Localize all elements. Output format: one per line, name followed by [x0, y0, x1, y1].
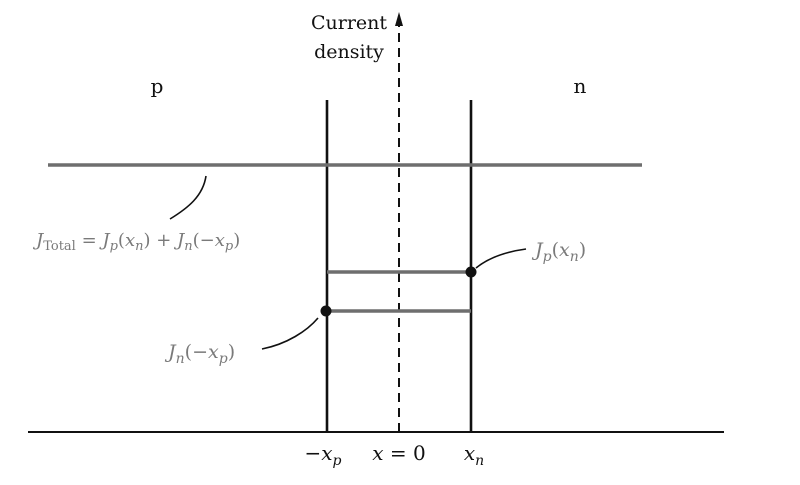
jn-label: Jn(−xp) — [164, 341, 235, 367]
region-n-label: n — [574, 74, 587, 98]
axis-label-line1: Current — [311, 12, 387, 34]
jn-leader — [261, 317, 319, 350]
jn-point — [320, 305, 332, 317]
total-current-label: JTotal = Jp(xn) + Jn(−xp) — [32, 230, 240, 254]
region-p-label: p — [151, 74, 164, 98]
jp-point — [465, 266, 477, 278]
tick-neg-xp: −xp — [304, 441, 341, 469]
tick-zero: x = 0 — [372, 441, 425, 465]
axis-label-line2: density — [314, 41, 384, 63]
axis-arrow-head — [395, 12, 403, 26]
tick-xn: xn — [464, 441, 484, 469]
total-leader — [169, 175, 207, 220]
jp-label: Jp(xn) — [531, 239, 586, 265]
jp-leader — [475, 248, 527, 269]
